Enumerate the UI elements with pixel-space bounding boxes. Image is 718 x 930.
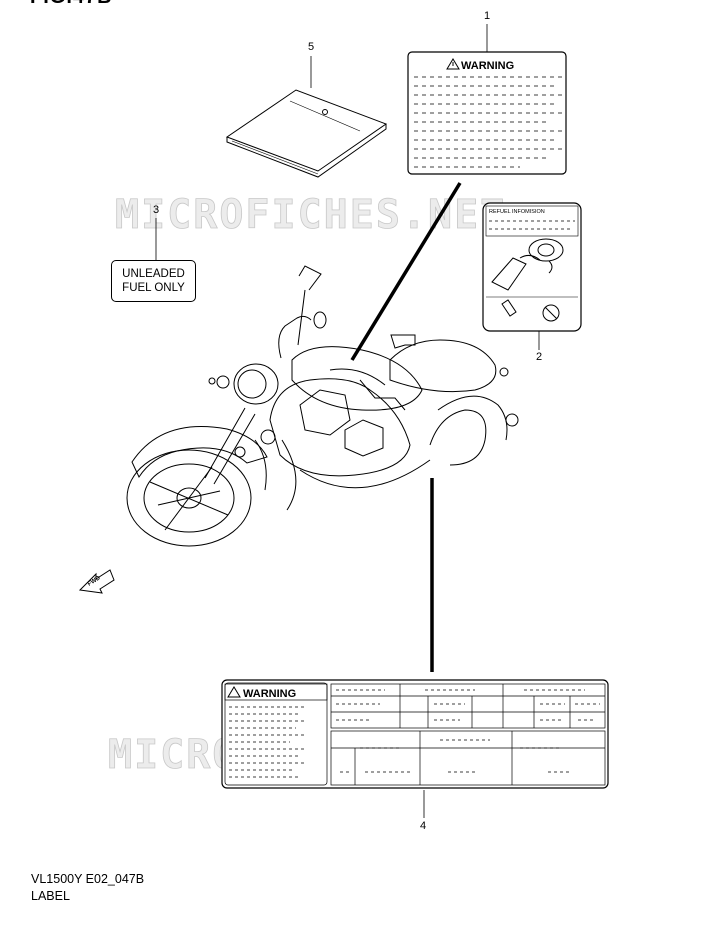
motorcycle-outline (126, 265, 519, 547)
warning-label-top: WARNING (407, 51, 567, 175)
unleaded-line-1: UNLEADED (122, 268, 185, 280)
callout-1: 1 (484, 10, 491, 22)
figure-name: LABEL (31, 889, 70, 903)
callout-3: 3 (153, 204, 160, 216)
unleaded-fuel-label: UNLEADED FUEL ONLY (111, 260, 196, 302)
watermark-top: MICROFICHES.NET (115, 192, 506, 238)
warning-label-bottom: WARNING (221, 679, 609, 789)
warning-bottom-heading: WARNING (243, 688, 296, 700)
unleaded-line-2: FUEL ONLY (122, 282, 185, 294)
figure-title: FIG.47B (30, 0, 113, 9)
fwd-arrow-icon: FWD (78, 569, 115, 594)
manual-booklet (225, 89, 388, 178)
callout-2: 2 (536, 351, 543, 363)
refuel-heading: REFUEL INFOMISION (489, 209, 545, 215)
callout-4: 4 (420, 820, 427, 832)
refuel-info-label: REFUEL INFOMISION (482, 202, 582, 332)
figure-code: VL1500Y E02_047B (31, 872, 145, 886)
warning-top-heading: WARNING (461, 60, 514, 72)
callout-5: 5 (308, 41, 315, 53)
